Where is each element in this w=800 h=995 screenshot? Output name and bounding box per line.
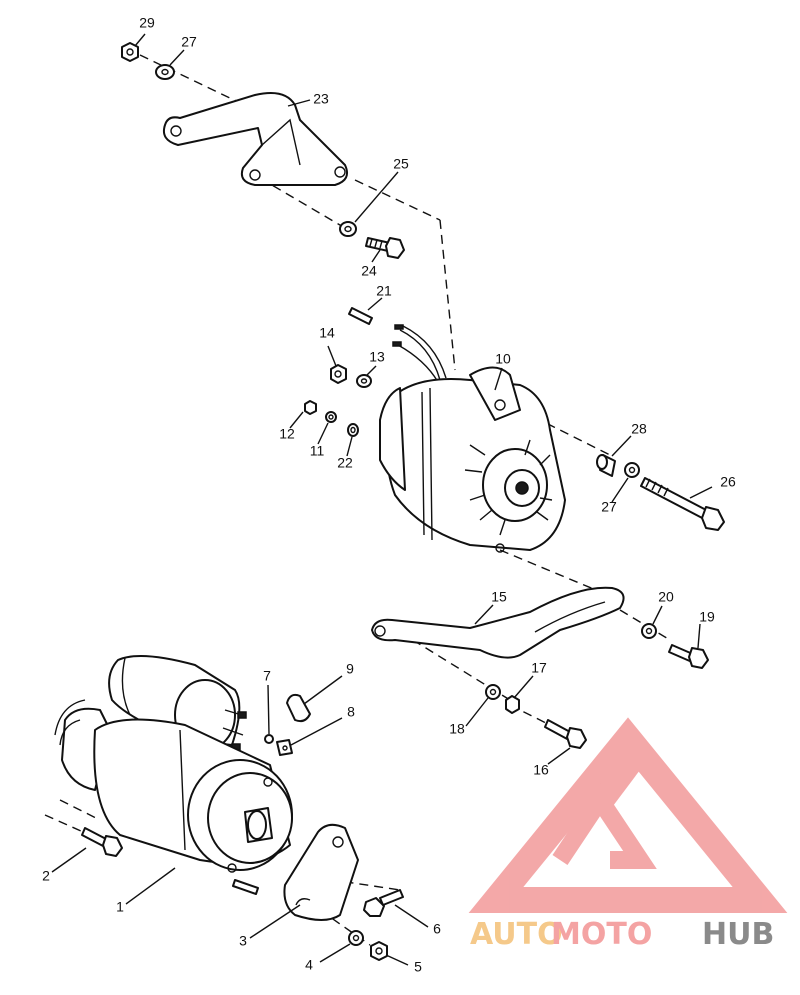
part-15-adjusting-brace — [371, 586, 625, 659]
part-18-washer — [485, 684, 501, 700]
callout-25: 25 — [393, 156, 409, 172]
callout-24: 24 — [361, 263, 377, 279]
callout-20: 20 — [658, 589, 674, 605]
part-3-bracket — [283, 823, 359, 921]
callout-29: 29 — [139, 15, 155, 31]
leader-lines — [51, 33, 713, 966]
callout-8: 8 — [347, 704, 355, 720]
callout-26: 26 — [720, 474, 736, 490]
part-24-bolt — [365, 237, 405, 259]
part-27b-washer — [624, 462, 640, 478]
watermark-hub: HUB — [702, 917, 774, 952]
callout-11: 11 — [310, 443, 325, 459]
part-29-nut — [121, 42, 139, 62]
part-22-washer — [347, 423, 359, 437]
part-25-lockwasher — [339, 221, 357, 237]
part-21-pin — [348, 307, 373, 325]
alternator-wires — [392, 324, 447, 383]
callout-9: 9 — [346, 661, 354, 677]
callout-3: 3 — [239, 933, 247, 949]
part-5-nut — [370, 941, 388, 961]
part-13-washer — [356, 374, 372, 388]
callout-15: 15 — [491, 589, 507, 605]
part-23-bracket — [162, 92, 348, 186]
part-16-bolt — [544, 719, 587, 749]
callout-21: 21 — [376, 283, 392, 299]
part-27-washer — [155, 64, 175, 80]
watermark-moto: MOTO — [551, 917, 652, 952]
part-1-starter-motor — [54, 655, 293, 895]
callout-28: 28 — [631, 421, 647, 437]
callout-13: 13 — [369, 349, 385, 365]
automotohub-watermark: AUTO MOTO HUB — [470, 917, 774, 952]
part-14-nut — [330, 364, 347, 384]
callout-27: 27 — [181, 34, 197, 50]
callout-12: 12 — [279, 426, 295, 442]
watermark-auto: AUTO — [470, 917, 563, 952]
part-19-bolt — [668, 644, 709, 669]
part-11-washer — [325, 411, 337, 423]
callout-19: 19 — [699, 609, 715, 625]
part-17-nut — [505, 695, 520, 714]
callout-5: 5 — [414, 959, 422, 975]
part-2-bolt — [81, 827, 123, 857]
part-28-spacer — [596, 454, 616, 477]
part-26-long-bolt — [640, 477, 725, 531]
callout-27-b: 27 — [601, 499, 617, 515]
callout-labels: 29 27 23 25 24 21 14 13 10 12 11 22 28 2… — [42, 15, 736, 975]
part-4-washer — [348, 930, 364, 946]
part-10-alternator — [379, 366, 566, 553]
part-8-nut — [276, 739, 293, 756]
callout-2: 2 — [42, 868, 50, 884]
part-6-bolt — [363, 889, 404, 917]
callout-23: 23 — [313, 91, 329, 107]
part-7-nut — [264, 734, 274, 744]
callout-17: 17 — [531, 660, 547, 676]
part-9-terminal-boot — [286, 693, 311, 723]
callout-4: 4 — [305, 957, 313, 973]
part-20-washer — [641, 623, 657, 639]
callout-7: 7 — [263, 668, 271, 684]
callout-16: 16 — [533, 762, 549, 778]
callout-10: 10 — [495, 351, 511, 367]
callout-18: 18 — [449, 721, 465, 737]
callout-6: 6 — [433, 921, 441, 937]
callout-1: 1 — [116, 899, 124, 915]
callout-22: 22 — [337, 455, 353, 471]
callout-14: 14 — [319, 325, 335, 341]
part-12-nut — [304, 400, 317, 415]
automotohub-logo-mark — [468, 717, 788, 913]
